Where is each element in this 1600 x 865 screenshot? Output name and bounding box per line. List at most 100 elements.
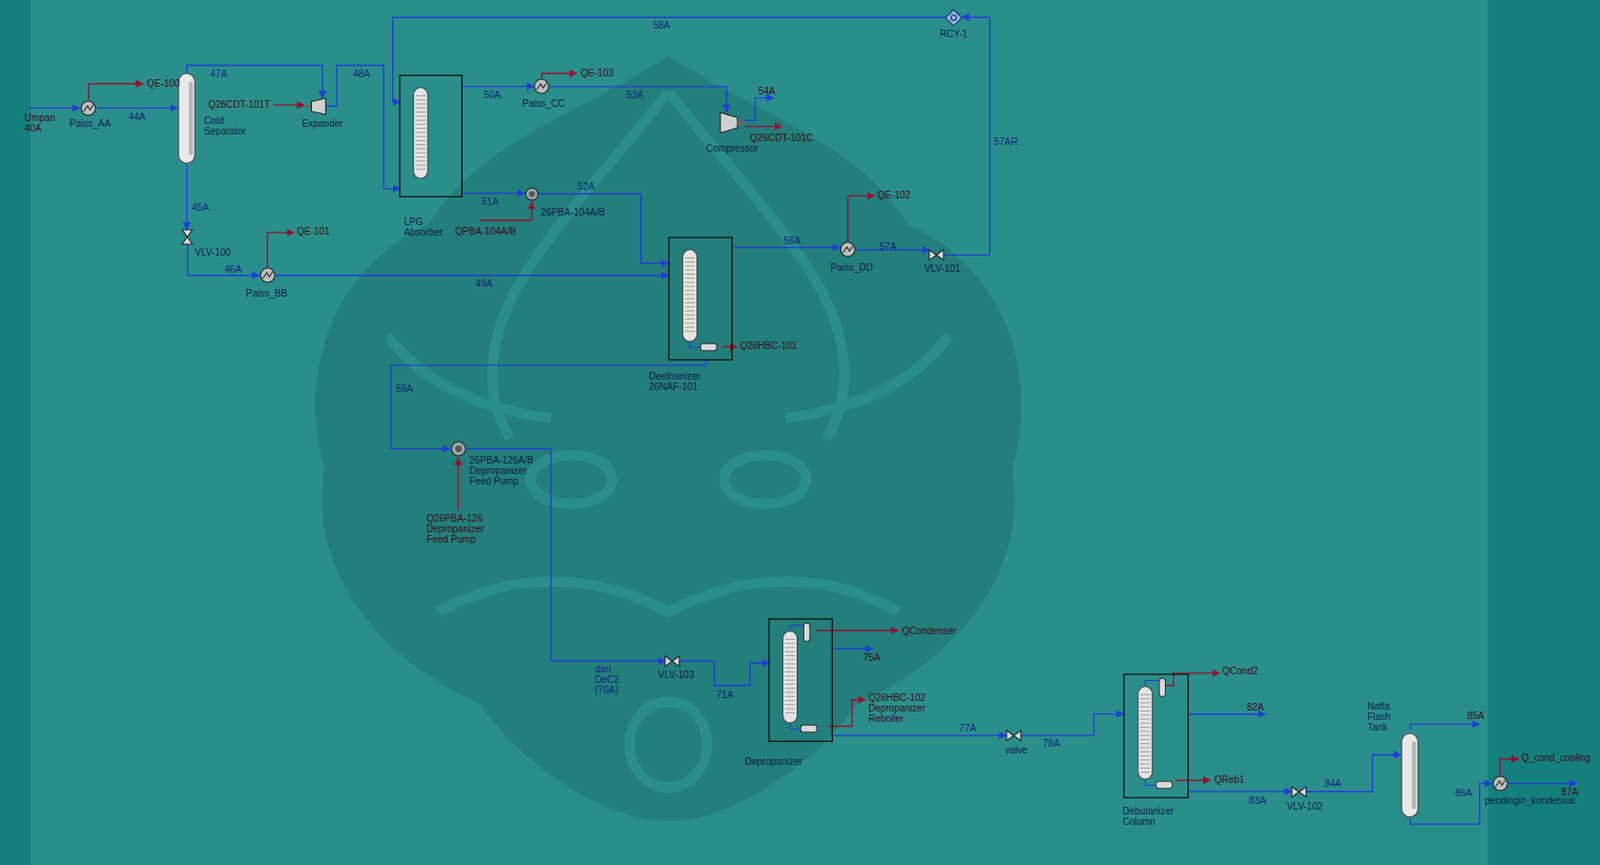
unit-icon <box>768 619 832 742</box>
unit-operation: VLV-100 <box>182 229 193 245</box>
material-stream <box>97 107 178 109</box>
material-stream <box>461 85 534 87</box>
product-streams <box>28 98 1577 785</box>
unit-operation: VLV-103 <box>664 656 680 667</box>
stream-name: dari DeC2 (70A) <box>595 664 621 696</box>
material-stream <box>1306 754 1401 791</box>
unit-icon <box>533 78 550 95</box>
stream-label: Q26CDT-101T <box>207 99 271 110</box>
watermark-motif <box>387 91 949 788</box>
unit-operation: Paiss_BB <box>259 267 276 284</box>
heater-symbol <box>260 268 275 283</box>
unit-operation: Nafta Flash Tank <box>1400 732 1419 819</box>
stream-name: 77A <box>958 723 977 734</box>
stream-label: 75A <box>863 652 881 664</box>
stream-name: 52A <box>577 181 595 192</box>
pump-symbol <box>525 187 539 201</box>
absorber-symbol <box>399 75 462 197</box>
unit-operation: pendingin_kondensat <box>1492 775 1509 792</box>
unit-icon <box>182 229 193 245</box>
unit-operation: RCY-1 <box>945 9 962 26</box>
unit-operation: Compressor <box>720 112 746 133</box>
stream-label: 85A <box>1467 710 1485 722</box>
pump-symbol <box>451 441 466 457</box>
unit-label: 26PBA-104A/B <box>540 207 605 218</box>
unit-label: Paiss_AA <box>69 118 111 129</box>
unit-icon <box>929 249 944 261</box>
unit-icon <box>259 267 276 284</box>
unit-operation: Paiss_DD <box>839 241 856 258</box>
heater-symbol <box>82 101 97 116</box>
stream-label: Umpan 40A <box>24 112 56 134</box>
stream-name: 47A <box>209 68 228 80</box>
stream-name: 50A <box>483 89 501 101</box>
material-stream <box>393 17 947 103</box>
material-stream <box>1020 714 1124 736</box>
unit-label: Paiss_BB <box>246 288 288 299</box>
stream-label: Q26HBC-102 Depropanizer Reboiler <box>868 692 926 725</box>
material-stream <box>187 244 260 276</box>
col2-symbol <box>768 619 832 742</box>
recycle-symbol <box>945 9 962 26</box>
stream-label: Q_cond_cooling <box>1521 752 1591 764</box>
unit-label: 26PBA-126A/B Depropanizer Feed Pump <box>469 455 541 487</box>
stream-name: 71A <box>716 689 734 701</box>
unit-operation: VLV-101 <box>929 249 944 261</box>
material-stream <box>186 164 188 229</box>
vessel-symbol <box>1402 733 1419 818</box>
material-stream <box>461 192 524 194</box>
stream-label: QPBA-104A/B <box>455 226 517 237</box>
unit-operation: Deethanizer 26NAF-101 <box>668 237 732 360</box>
unit-operation: valve <box>1006 730 1021 742</box>
stream-label: QCondenser <box>901 625 956 637</box>
unit-icon <box>524 187 540 202</box>
unit-icon <box>1291 787 1307 798</box>
unit-operation: VLV-102 <box>1291 787 1307 798</box>
material-stream <box>1187 790 1292 792</box>
stream-label: Q26CDT-101C <box>749 132 813 144</box>
unit-label: Nafta Flash Tank <box>1367 701 1391 733</box>
material-stream <box>731 247 840 249</box>
stream-name: 78A <box>1042 738 1060 749</box>
stream-label: 82A <box>1246 702 1265 713</box>
side-band <box>1487 0 1600 865</box>
stream-label: Q26HBC-101 <box>739 340 797 352</box>
material-stream <box>539 193 669 264</box>
unit-operation: Expander <box>305 98 326 115</box>
valve-symbol <box>1006 730 1021 742</box>
expander-symbol <box>305 98 326 115</box>
stream-label: QE-100 <box>146 78 180 89</box>
material-stream <box>187 64 323 98</box>
unit-operation: Debutanizer Column <box>1123 674 1188 798</box>
unit-icon <box>399 75 462 197</box>
stream-name: 58A <box>652 20 670 31</box>
stream-label: QE-103 <box>581 67 614 79</box>
stream-label: QReb1 <box>1214 774 1246 786</box>
unit-label: VLV-101 <box>924 263 961 274</box>
unit-icon <box>945 9 962 26</box>
unit-icon <box>664 656 680 667</box>
unit-icon <box>839 241 856 258</box>
heater-symbol <box>840 243 855 258</box>
stream-label: 87A <box>1560 787 1579 798</box>
unit-label: LPG Absorber <box>404 216 444 238</box>
energy-streams <box>88 73 1518 781</box>
unit-operation: 26PBA-104A/B <box>524 187 540 202</box>
unit-label: VLV-102 <box>1287 801 1324 812</box>
unit-icon <box>1006 730 1021 742</box>
material-stream <box>832 734 1007 736</box>
unit-label: Cold Separator <box>204 115 247 137</box>
stream-label: 54A <box>758 85 776 97</box>
material-stream <box>275 274 669 276</box>
stream-label: QE-101 <box>296 226 330 237</box>
unit-icon <box>450 440 467 458</box>
unit-operation: Depropanizer <box>768 619 832 742</box>
stream-name: 84A <box>1324 778 1342 790</box>
unit-operation: Paiss_AA <box>80 100 97 117</box>
compressor-symbol <box>720 112 746 133</box>
stream-name: 83A <box>1248 795 1267 807</box>
watermark-logo <box>315 56 1022 822</box>
unit-icon <box>80 100 97 117</box>
material-stream <box>549 86 727 113</box>
deeth-symbol <box>668 237 732 360</box>
